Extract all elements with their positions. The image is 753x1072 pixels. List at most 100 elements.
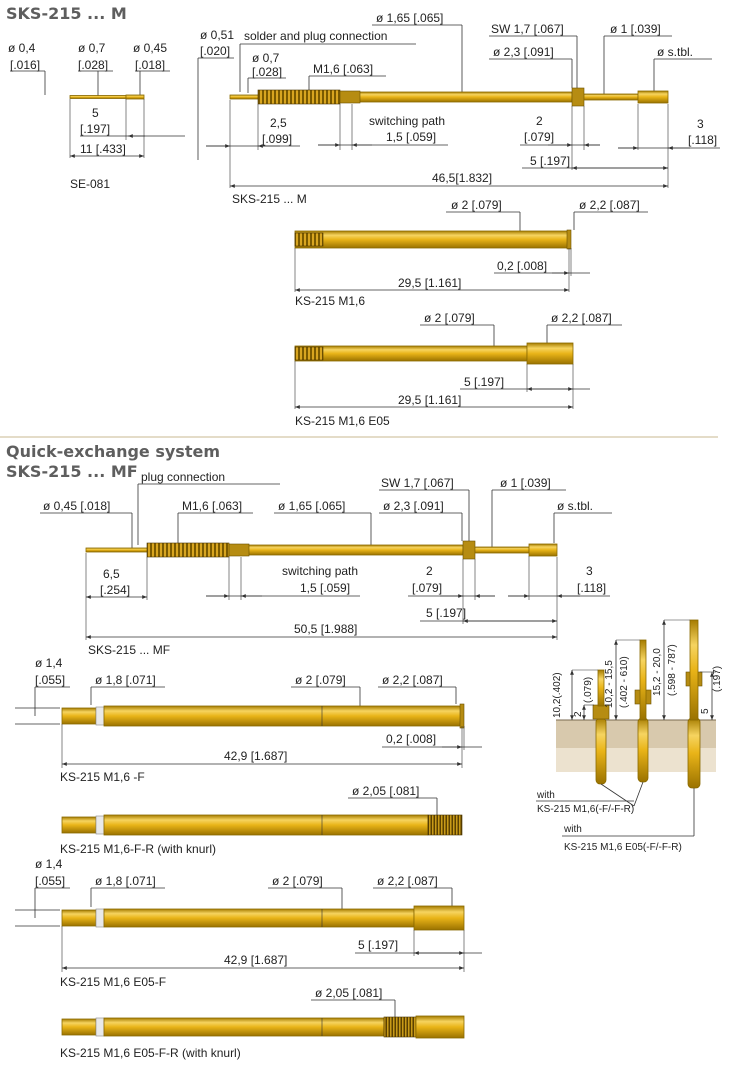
sks-m-dia-1: ø 1 [.039] (610, 22, 661, 36)
ks-f-tail (61, 707, 97, 725)
sks-mf-hex (462, 540, 476, 560)
install-dim-a2: 2 (573, 711, 584, 717)
install-pin-a (595, 717, 607, 785)
se081-dia3-label: ø 0,45 (133, 41, 167, 55)
install-pin-b (637, 717, 649, 783)
ks-e05f-dia-22: ø 2,2 [.087] (377, 874, 438, 888)
ks-m16-name: KS-215 M1,6 (295, 294, 365, 308)
sks-m-len-25: 2,5 (270, 116, 287, 130)
ks-e05f-dia-14-inch: [.055] (35, 874, 65, 888)
ks-e05f-head (413, 905, 465, 931)
install-dim-c1i: (.598 - 787) (667, 644, 678, 696)
sks-mf-sw: SW 1,7 [.067] (381, 476, 454, 490)
sks-mf-len-2: 2 (426, 564, 433, 578)
section-title-sks-mf: SKS-215 ... MF (6, 462, 138, 481)
ks-e05f-len-429: 42,9 [1.687] (224, 953, 287, 967)
ks-fr-knurl (427, 814, 463, 836)
se081-dia2-label: ø 0,7 (78, 41, 106, 55)
sks-mf-dia-045: ø 0,45 [.018] (43, 499, 110, 513)
ks-f-sleeve (103, 705, 463, 727)
ks-f-dia-22: ø 2,2 [.087] (382, 673, 443, 687)
sks-mf-len-3-inch: [.118] (577, 581, 606, 595)
ks-e05fr-name: KS-215 M1,6 E05-F-R (with knurl) (60, 1046, 241, 1060)
ks-m16-e05-drawing: ø 2 [.079] ø 2,2 [.087] 5 [.197] 29,5 [1… (294, 311, 622, 428)
sks-mf-thread: M1,6 [.063] (182, 499, 242, 513)
sks-mf-tip (85, 547, 149, 553)
ks-e05-head (526, 342, 574, 365)
install-dim-c2: 5 (700, 708, 711, 714)
install-pin-c (687, 717, 701, 789)
sks-m-dia-051-inch: [.020] (200, 44, 230, 58)
section-title-sks-m: SKS-215 ... M (6, 4, 127, 23)
sks-m-len-465: 46,5[1.832] (432, 171, 492, 185)
se081-dia2-inch: [.028] (78, 58, 108, 72)
ks-f-dia-14: ø 1,4 (35, 656, 63, 670)
sks-m-len-3: 3 (697, 117, 704, 131)
ks-e05-len-295: 29,5 [1.161] (398, 393, 461, 407)
ks-m16-sleeve (294, 230, 570, 249)
sks-mf-plug-label: plug connection (141, 470, 225, 484)
ks-fr-drawing: ø 2,05 [.081] KS-215 M1,6-F-R (with knur… (60, 784, 463, 856)
ks-f-name: KS-215 M1,6 -F (60, 770, 145, 784)
ks-e05fr-knurl (383, 1016, 417, 1038)
ks-e05fr-head (415, 1015, 465, 1039)
ks-m16-len-295: 29,5 [1.161] (398, 276, 461, 290)
ks-e05f-tail (61, 909, 97, 927)
sks-m-dia-165: ø 1,65 [.065] (376, 11, 443, 25)
ks-e05f-len-5: 5 [.197] (358, 938, 398, 952)
se081-name: SE-081 (70, 177, 110, 191)
ks-m16-dia-22: ø 2,2 [.087] (579, 198, 640, 212)
se081-dia3-inch: [.018] (135, 58, 165, 72)
ks-e05fr-dia-205: ø 2,05 [.081] (315, 986, 382, 1000)
se081-length-5-inch: [.197] (80, 122, 110, 136)
sks-m-solder-label: solder and plug connection (244, 29, 387, 43)
sks-m-tip (229, 94, 261, 100)
ks-f-dia-18: ø 1,8 [.071] (95, 673, 156, 687)
sks-mf-len-15: 1,5 [.059] (300, 581, 350, 595)
install-with-1b: KS-215 M1,6(-F/-F-R) (537, 804, 634, 815)
sks-mf-dia-1: ø 1 [.039] (500, 476, 551, 490)
ks-e05f-drawing: ø 1,4 [.055] ø 1,8 [.071] ø 2 [.079] ø 2… (15, 857, 482, 989)
ks-e05fr-drawing: ø 2,05 [.081] KS-215 M1,6 E05-F-R (with … (60, 986, 465, 1060)
sks-mf-switching: switching path (282, 564, 358, 578)
install-dim-a1: 10,2(.402) (552, 672, 563, 718)
ks-e05-sleeve (294, 345, 528, 362)
ks-e05fr-tail (61, 1018, 97, 1036)
sks-mf-len-505: 50,5 [1.988] (294, 622, 357, 636)
se081-pin (69, 95, 127, 99)
sks-mf-len-65-inch: [.254] (100, 583, 130, 597)
sks-m-dia-stbl: ø s.tbl. (657, 45, 693, 59)
sks-mf-plunger (474, 546, 530, 554)
sks-m-plunger (583, 93, 639, 101)
sks-mf-name: SKS-215 ... MF (88, 643, 170, 657)
ks-e05f-dia-2: ø 2 [.079] (272, 874, 323, 888)
sks-m-len-2: 2 (536, 114, 543, 128)
se081-length-11: 11 [.433] (80, 142, 126, 156)
sks-m-len-2-inch: [.079] (524, 130, 554, 144)
se081-length-5: 5 (92, 106, 99, 120)
sks-mf-thread-shape (146, 542, 230, 558)
sks-m-drawing: ø 0,51 [.020] solder and plug connection… (197, 11, 720, 206)
sks-m-thread: M1,6 [.063] (313, 62, 373, 76)
ks-e05f-dia-14: ø 1,4 (35, 857, 63, 871)
sks-mf-len-65: 6,5 (103, 567, 120, 581)
ks-e05-dia-22: ø 2,2 [.087] (551, 311, 612, 325)
sks-mf-dia-23: ø 2,3 [.091] (383, 499, 444, 513)
install-dim-c1: 15,2 - 20,0 (652, 648, 663, 696)
ks-f-drawing: ø 1,4 [.055] ø 1,8 [.071] ø 2 [.079] ø 2… (15, 656, 482, 784)
install-with-2b: KS-215 M1,6 E05(-F/-F-R) (564, 842, 682, 853)
sks-m-hex (571, 87, 585, 107)
sks-m-name: SKS-215 ... M (232, 192, 307, 206)
sks-mf-drawing: plug connection ø 0,45 [.018] M1,6 [.063… (40, 470, 612, 657)
sks-m-len-5: 5 [.197] (530, 154, 570, 168)
install-with-2: with (563, 824, 582, 835)
sks-mf-dia-stbl: ø s.tbl. (557, 499, 593, 513)
ks-fr-tail (61, 816, 97, 834)
sks-m-barrel (339, 91, 573, 103)
ks-e05f-dia-18: ø 1,8 [.071] (95, 874, 156, 888)
ks-m16-drawing: ø 2 [.079] ø 2,2 [.087] 0,2 [.008] 29,5 … (294, 198, 648, 308)
sks-m-dia-23: ø 2,3 [.091] (493, 45, 554, 59)
se081-dia-inch: [.016] (10, 58, 40, 72)
ks-fr-sleeve (103, 814, 429, 836)
